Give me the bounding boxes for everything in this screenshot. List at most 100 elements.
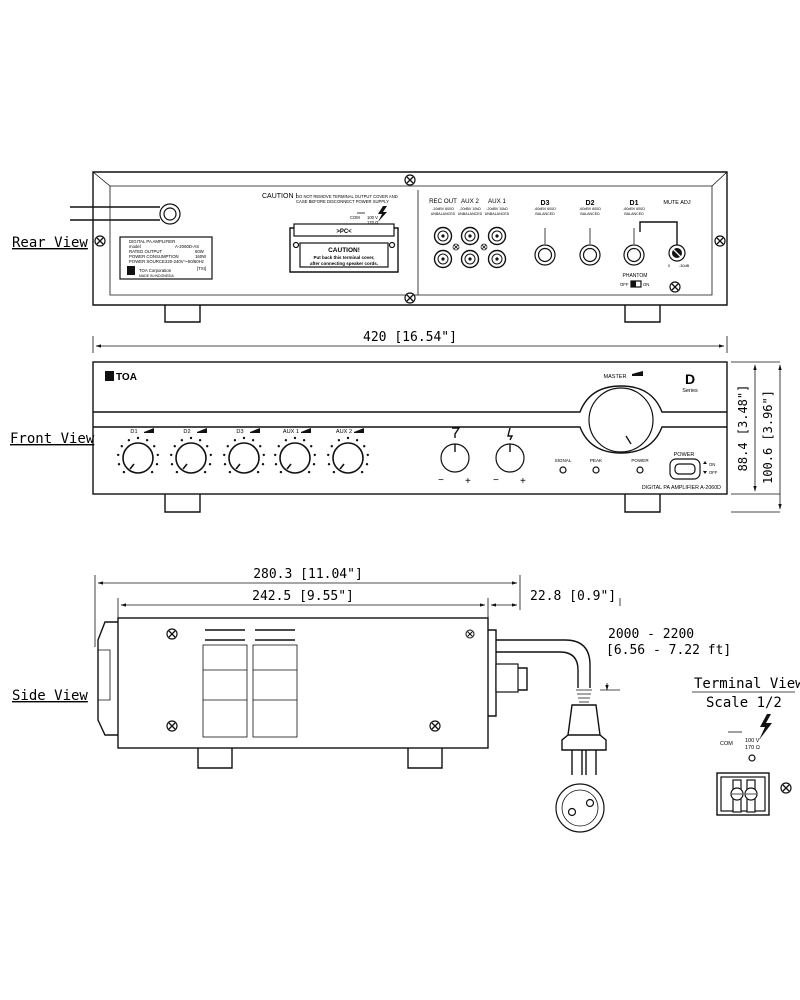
- scale-dot: [120, 445, 124, 448]
- svg-text:−: −: [438, 475, 444, 486]
- speaker-terminal-block[interactable]: [716, 772, 770, 816]
- knob-body[interactable]: [332, 442, 364, 474]
- scale-dot: [312, 463, 316, 466]
- volume-knob-aux2[interactable]: AUX 2: [327, 428, 369, 474]
- mic-input-d3[interactable]: D3 -60dBV 600Ω BALANCED: [534, 200, 556, 266]
- scale-dot: [206, 445, 209, 448]
- scale-dot: [208, 463, 212, 466]
- svg-text:D: D: [685, 371, 695, 387]
- phantom-switch[interactable]: [630, 280, 642, 288]
- svg-text:170 Ω: 170 Ω: [367, 220, 378, 225]
- knob-body[interactable]: [279, 442, 311, 474]
- mic-input-d2[interactable]: D2 -60dBV 600Ω BALANCED: [579, 200, 601, 266]
- scale-dot: [310, 445, 313, 448]
- aux1-jack-l[interactable]: [487, 226, 507, 246]
- aux1-jack-r[interactable]: [487, 249, 507, 269]
- depth-body-dimension: 242.5 [9.55"]: [252, 589, 354, 604]
- power-plug-icon: [555, 783, 605, 833]
- scale-dot: [284, 439, 288, 442]
- svg-text:UNBALANCED: UNBALANCED: [431, 212, 456, 216]
- scale-dot: [279, 470, 283, 474]
- scale-dot: [170, 463, 174, 466]
- rear-protrusion-dimension: 22.8 [0.9"]: [530, 589, 616, 604]
- mute-adj-knob[interactable]: [668, 244, 686, 262]
- rec-out-jack-l[interactable]: [433, 226, 453, 246]
- svg-text:CAUTION !: CAUTION !: [262, 193, 297, 200]
- scale-dot: [228, 470, 232, 474]
- svg-text:AUX 1: AUX 1: [488, 198, 506, 205]
- svg-text:-60dBV 600Ω: -60dBV 600Ω: [579, 207, 601, 211]
- svg-text:POWER: POWER: [631, 458, 649, 463]
- mic-input-d1[interactable]: D1 -60dBV 600Ω BALANCED: [623, 200, 645, 266]
- svg-text:100 V: 100 V: [745, 738, 760, 744]
- svg-text:CASE BEFORE DISCONNECT POWER S: CASE BEFORE DISCONNECT POWER SUPPLY: [296, 199, 389, 204]
- svg-text:−: −: [493, 475, 499, 486]
- knob-label: AUX 2: [336, 429, 352, 435]
- master-volume-knob[interactable]: [588, 387, 654, 453]
- level-wedge-icon: [250, 428, 260, 433]
- power-button[interactable]: [669, 458, 701, 480]
- svg-text:ON: ON: [643, 282, 649, 287]
- knob-pointer: [339, 463, 345, 470]
- scale-dot: [274, 453, 277, 457]
- svg-text:MUTE ADJ: MUTE ADJ: [663, 200, 690, 206]
- volume-knob-d1[interactable]: D1: [117, 428, 159, 474]
- front-view-label: Front View: [10, 431, 95, 447]
- volume-knob-aux1[interactable]: AUX 1: [274, 428, 316, 474]
- svg-text:TOA: TOA: [116, 372, 137, 383]
- knob-body[interactable]: [122, 442, 154, 474]
- width-dimension: 420 [16.54"]: [363, 330, 457, 345]
- toa-logo-icon: [127, 266, 135, 275]
- svg-text:160W: 160W: [195, 254, 207, 259]
- scale-dot: [366, 453, 369, 457]
- treble-knob[interactable]: − +: [493, 427, 526, 487]
- scale-dot: [223, 463, 227, 466]
- terminal-scale-label: Scale 1/2: [706, 695, 782, 711]
- svg-text:A-2060D-AS: A-2060D-AS: [175, 244, 199, 249]
- cord-length-dimension: 2000 - 2200: [608, 627, 694, 642]
- svg-text:Series: Series: [682, 388, 698, 394]
- svg-text:PEAK: PEAK: [590, 458, 603, 463]
- svg-text:-60dBV 600Ω: -60dBV 600Ω: [534, 207, 556, 211]
- aux2-jack-r[interactable]: [460, 249, 480, 269]
- level-wedge-icon: [197, 428, 207, 433]
- aux2-jack-l[interactable]: [460, 226, 480, 246]
- bass-knob[interactable]: − +: [438, 427, 471, 487]
- svg-text:OFF: OFF: [620, 282, 629, 287]
- scale-dot: [274, 463, 278, 466]
- scale-dot: [198, 439, 202, 442]
- scale-dot: [173, 445, 176, 448]
- scale-dot: [330, 445, 333, 448]
- svg-text:POWER: POWER: [674, 452, 695, 458]
- rec-out-jack-r[interactable]: [433, 249, 453, 269]
- scale-dot: [180, 439, 184, 442]
- knob-body[interactable]: [228, 442, 260, 474]
- toa-logo: TOA: [105, 371, 137, 383]
- scale-dot: [203, 470, 207, 474]
- svg-text:UNBALANCED: UNBALANCED: [485, 212, 510, 216]
- rear-view-label: Rear View: [12, 235, 88, 251]
- scale-dot: [262, 453, 265, 457]
- rear-view: Rear View DIGITAL PA AMPLIFIER model A-2…: [12, 171, 728, 353]
- knob-label: D3: [236, 429, 243, 435]
- svg-text:MASTER: MASTER: [604, 374, 627, 380]
- svg-text:DO NOT REMOVE TERMINAL OUTPUT: DO NOT REMOVE TERMINAL OUTPUT COVER AND: [296, 194, 398, 199]
- scale-dot: [242, 436, 246, 440]
- knob-body[interactable]: [175, 442, 207, 474]
- svg-text:MADE IN INDONESIA: MADE IN INDONESIA: [139, 274, 174, 278]
- svg-text:-30dB: -30dB: [679, 264, 690, 268]
- volume-knob-d2[interactable]: D2: [170, 428, 212, 474]
- cord-length-ft-dimension: [6.56 - 7.22 ft]: [606, 643, 731, 658]
- svg-text:D3: D3: [541, 200, 550, 207]
- scale-dot: [307, 470, 311, 474]
- height-body-dimension: 88.4 [3.48"]: [736, 385, 750, 472]
- scale-dot: [170, 453, 173, 457]
- scale-dot: [302, 439, 306, 442]
- volume-knob-d3[interactable]: D3: [223, 428, 265, 474]
- lightning-icon: [759, 714, 772, 740]
- height-total-dimension: 100.6 [3.96"]: [761, 390, 775, 484]
- scale-dot: [136, 436, 140, 440]
- lightning-icon: [378, 206, 387, 222]
- scale-dot: [355, 439, 359, 442]
- svg-text:220-240V～50/60Hz: 220-240V～50/60Hz: [165, 259, 204, 264]
